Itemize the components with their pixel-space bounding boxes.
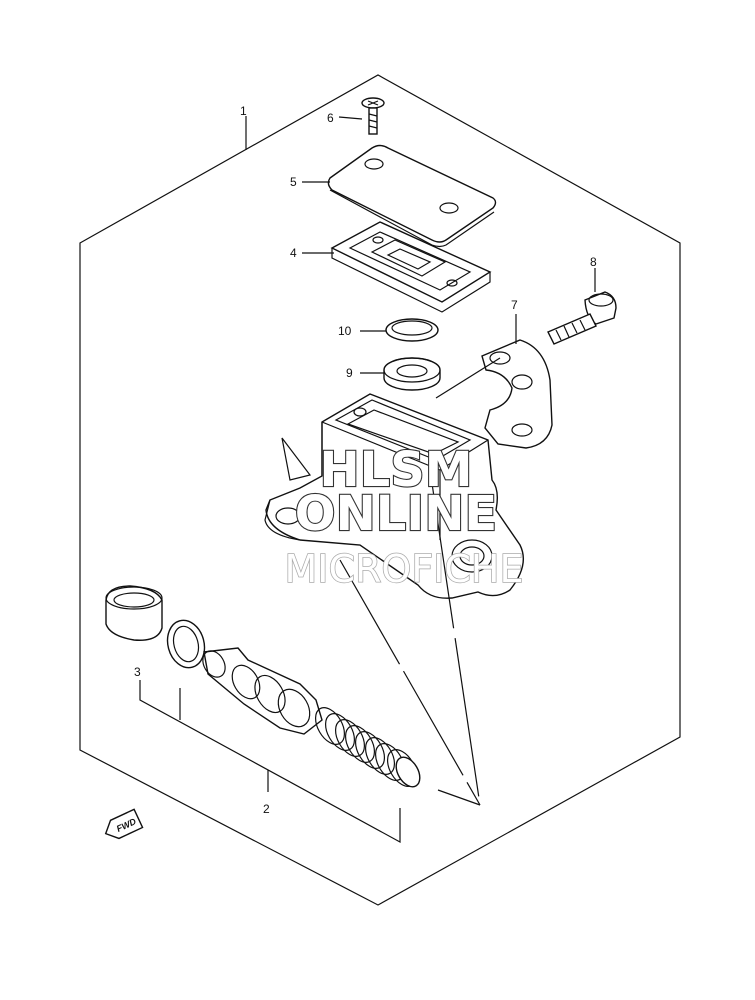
callout-4: 4 bbox=[290, 246, 297, 260]
callout-10: 10 bbox=[338, 324, 352, 338]
callout-9: 9 bbox=[346, 366, 353, 380]
circlip bbox=[166, 619, 206, 669]
piston-spring bbox=[314, 707, 421, 788]
part-3-boot bbox=[105, 585, 163, 641]
part-2-piston-set bbox=[202, 647, 421, 788]
assembly-boundary bbox=[79, 74, 681, 906]
callout-2: 2 bbox=[263, 802, 270, 816]
part-4-diaphragm bbox=[330, 221, 492, 313]
part-10-plate bbox=[385, 318, 439, 342]
watermark-line-2: ONLINE bbox=[295, 486, 497, 542]
watermark-line-1: HLSM bbox=[319, 442, 472, 498]
part-9-seal bbox=[383, 357, 441, 391]
callout-1: 1 bbox=[240, 104, 247, 118]
master-cylinder-body bbox=[264, 393, 524, 599]
forward-direction-badge: FWD bbox=[104, 808, 144, 840]
part-5-reservoir-cap bbox=[327, 144, 497, 248]
part-6-screw bbox=[361, 97, 385, 135]
part-8-bolt bbox=[547, 291, 617, 345]
callout-8: 8 bbox=[590, 255, 597, 269]
callout-3: 3 bbox=[134, 665, 141, 679]
callout-7: 7 bbox=[511, 298, 518, 312]
watermark: HLSM ONLINE MICROFICHE bbox=[284, 441, 525, 592]
leader-lines bbox=[139, 116, 596, 844]
watermark-line-3: MICROFICHE bbox=[284, 547, 523, 591]
part-7-holder bbox=[481, 339, 553, 449]
callout-5: 5 bbox=[290, 175, 297, 189]
callout-6: 6 bbox=[327, 111, 334, 125]
